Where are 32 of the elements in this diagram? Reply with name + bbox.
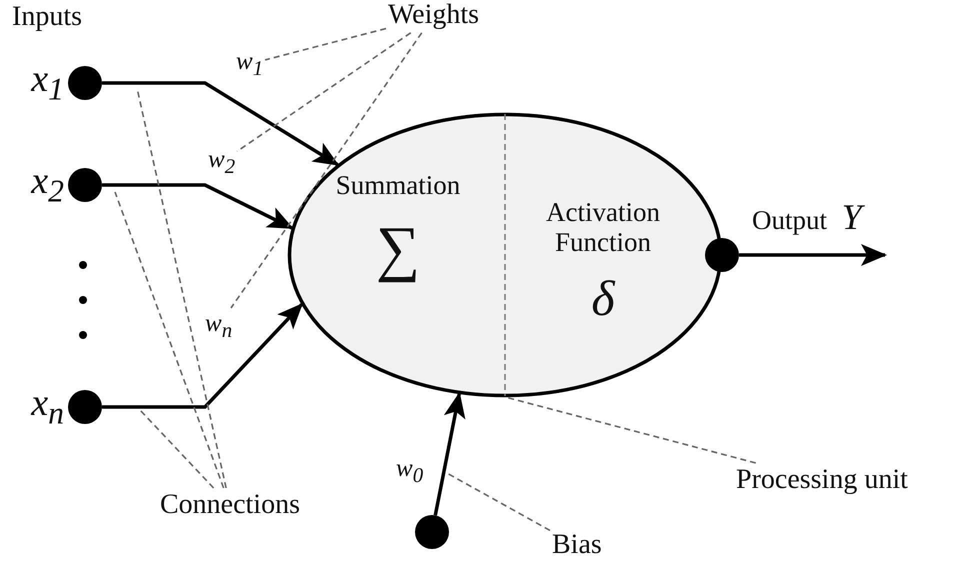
delta-symbol: δ [590,271,616,326]
leader-line [230,32,422,308]
node-dot [705,238,739,272]
node-dot [68,390,102,424]
bias-label: Bias [552,530,602,561]
input-variable-label: x$_{1}$ [31,59,64,108]
activation-function-label: Activation Function [545,198,661,258]
arrow [434,392,466,516]
summation-label: Summation [334,171,462,201]
input-variable-label: x$_{2}$ [31,161,64,210]
leader-line [264,28,386,61]
leader-line [114,192,224,488]
weight-label: w$_{2}$ [208,146,236,178]
node-dot [68,66,102,100]
weight-label: w$_{0}$ [396,455,424,487]
inputs-label: Inputs [12,2,82,33]
sigma-symbol: ∑ [374,214,422,283]
node-dot [68,168,102,202]
arrow [102,303,303,409]
leader-line [236,32,412,152]
input-variable-label: x$_{n}$ [31,383,64,432]
arrow [102,81,340,166]
node-dot [415,515,449,549]
weights-label: Weights [388,0,480,31]
leader-line [444,471,550,532]
weight-label: w$_{n}$ [205,310,232,342]
arrow [102,183,294,230]
processing-unit-label: Processing unit [736,465,908,496]
weight-label: w$_{1}$ [236,48,264,80]
arrow [739,244,887,266]
connections-label: Connections [160,490,300,521]
leader-line [139,409,214,489]
